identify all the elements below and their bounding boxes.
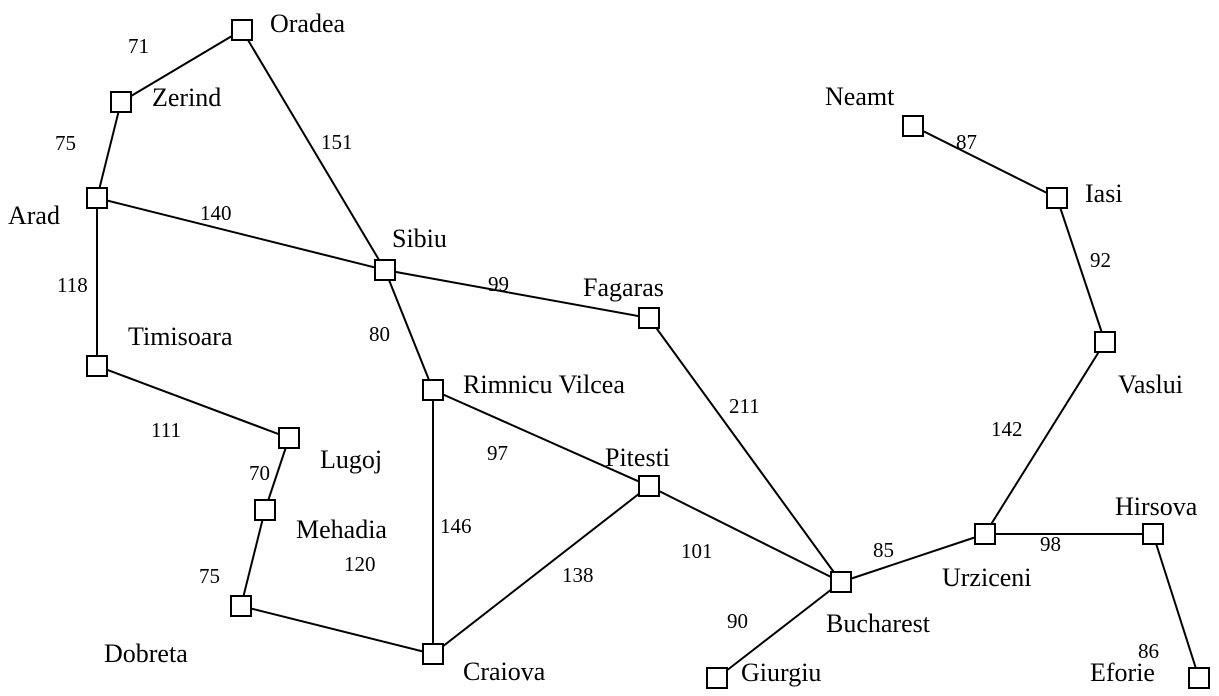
- road-bucharest-giurgiu: [716, 581, 842, 679]
- city-node-iasi-square-node-icon: [1046, 187, 1068, 209]
- distance-label-fagaras-bucharest: 211: [729, 394, 760, 418]
- distance-label-sibiu-rimnicu: 80: [369, 322, 390, 346]
- city-label-zerind: Zerind: [152, 83, 221, 112]
- city-labels-layer: OradeaZerindAradTimisoaraLugojMehadiaDob…: [8, 9, 1198, 687]
- road-rimnicu-pitesti: [432, 389, 650, 487]
- city-label-pitesti: Pitesti: [605, 443, 670, 472]
- distance-label-rimnicu-pitesti: 97: [487, 441, 508, 465]
- distance-label-lugoj-mehadia: 70: [249, 461, 270, 485]
- road-pitesti-bucharest: [648, 485, 842, 583]
- distance-label-iasi-neamt: 87: [956, 130, 977, 154]
- distance-label-rimnicu-craiova: 146: [440, 514, 472, 538]
- distance-label-bucharest-giurgiu: 90: [727, 609, 748, 633]
- city-node-fagaras-square-node-icon: [638, 307, 660, 329]
- city-node-hirsova-square-node-icon: [1142, 523, 1164, 545]
- city-label-fagaras: Fagaras: [583, 273, 664, 302]
- city-label-craiova: Craiova: [463, 657, 546, 686]
- city-node-craiova-square-node-icon: [422, 643, 444, 665]
- city-label-rimnicu: Rimnicu Vilcea: [463, 370, 625, 399]
- city-node-rimnicu-square-node-icon: [422, 379, 444, 401]
- city-node-zerind-square-node-icon: [110, 91, 132, 113]
- road-lugoj-mehadia: [264, 437, 290, 511]
- city-node-sibiu-square-node-icon: [374, 259, 396, 281]
- city-node-oradea-square-node-icon: [231, 19, 253, 41]
- road-oradea-zerind: [120, 29, 243, 103]
- road-iasi-neamt: [912, 125, 1058, 199]
- distance-label-urziceni-vaslui: 142: [991, 417, 1023, 441]
- road-fagaras-bucharest: [648, 317, 842, 583]
- city-label-bucharest: Bucharest: [826, 609, 931, 638]
- city-label-hirsova: Hirsova: [1115, 492, 1198, 521]
- distance-label-hirsova-eforie: 86: [1138, 639, 1159, 663]
- city-node-lugoj-square-node-icon: [278, 427, 300, 449]
- distance-label-arad-sibiu: 140: [200, 201, 232, 225]
- road-timisoara-lugoj: [96, 365, 290, 439]
- city-node-dobreta-square-node-icon: [230, 595, 252, 617]
- distance-label-mehadia-dobreta: 75: [199, 564, 220, 588]
- road-dobreta-craiova: [240, 605, 434, 655]
- road-sibiu-rimnicu: [384, 269, 434, 391]
- city-node-bucharest-square-node-icon: [830, 571, 852, 593]
- distance-label-zerind-arad: 75: [55, 131, 76, 155]
- distance-label-timisoara-lugoj: 111: [151, 418, 181, 442]
- distance-labels-layer: 71 75 151 140 118 111 70 75 120 99 80 97 146 138 211 10…: [55, 34, 1159, 663]
- road-zerind-arad: [96, 101, 122, 199]
- city-label-oradea: Oradea: [270, 9, 346, 38]
- road-hirsova-eforie: [1152, 533, 1200, 679]
- city-label-dobreta: Dobreta: [104, 639, 188, 668]
- road-urziceni-vaslui: [984, 341, 1106, 535]
- distance-label-dobreta-craiova: 120: [344, 552, 376, 576]
- city-label-sibiu: Sibiu: [392, 224, 447, 253]
- distance-label-sibiu-fagaras: 99: [488, 272, 509, 296]
- distance-label-arad-timisoara: 118: [57, 273, 88, 297]
- distance-label-bucharest-urziceni: 85: [873, 538, 894, 562]
- city-label-neamt: Neamt: [825, 82, 895, 111]
- city-node-pitesti-square-node-icon: [638, 475, 660, 497]
- city-label-iasi: Iasi: [1085, 179, 1123, 208]
- city-nodes-layer: [86, 19, 1210, 689]
- city-node-eforie-square-node-icon: [1188, 667, 1210, 689]
- road-vaslui-iasi: [1056, 197, 1106, 343]
- distance-label-oradea-zerind: 71: [128, 34, 149, 58]
- city-node-neamt-square-node-icon: [902, 115, 924, 137]
- city-label-arad: Arad: [8, 201, 60, 230]
- roads-layer: [96, 29, 1200, 679]
- city-node-vaslui-square-node-icon: [1094, 331, 1116, 353]
- distance-label-oradea-sibiu: 151: [321, 130, 353, 154]
- city-node-urziceni-square-node-icon: [974, 523, 996, 545]
- city-node-timisoara-square-node-icon: [86, 355, 108, 377]
- road-bucharest-urziceni: [840, 533, 986, 583]
- city-label-eforie: Eforie: [1090, 658, 1155, 687]
- city-node-giurgiu-square-node-icon: [706, 667, 728, 689]
- city-label-urziceni: Urziceni: [942, 563, 1032, 592]
- road-oradea-sibiu: [241, 29, 386, 271]
- city-label-timisoara: Timisoara: [128, 322, 233, 351]
- distance-label-pitesti-bucharest: 101: [681, 539, 713, 563]
- city-label-vaslui: Vaslui: [1118, 370, 1183, 399]
- road-mehadia-dobreta: [240, 509, 266, 607]
- city-node-arad-square-node-icon: [86, 187, 108, 209]
- distance-label-urziceni-hirsova: 98: [1040, 532, 1061, 556]
- city-label-mehadia: Mehadia: [296, 515, 387, 544]
- road-arad-sibiu: [96, 197, 386, 271]
- distance-label-craiova-pitesti: 138: [562, 563, 594, 587]
- road-sibiu-fagaras: [384, 269, 650, 319]
- city-label-giurgiu: Giurgiu: [741, 658, 821, 687]
- city-label-lugoj: Lugoj: [320, 445, 382, 474]
- city-node-mehadia-square-node-icon: [254, 499, 276, 521]
- distance-label-vaslui-iasi: 92: [1090, 248, 1111, 272]
- road-craiova-pitesti: [432, 485, 650, 655]
